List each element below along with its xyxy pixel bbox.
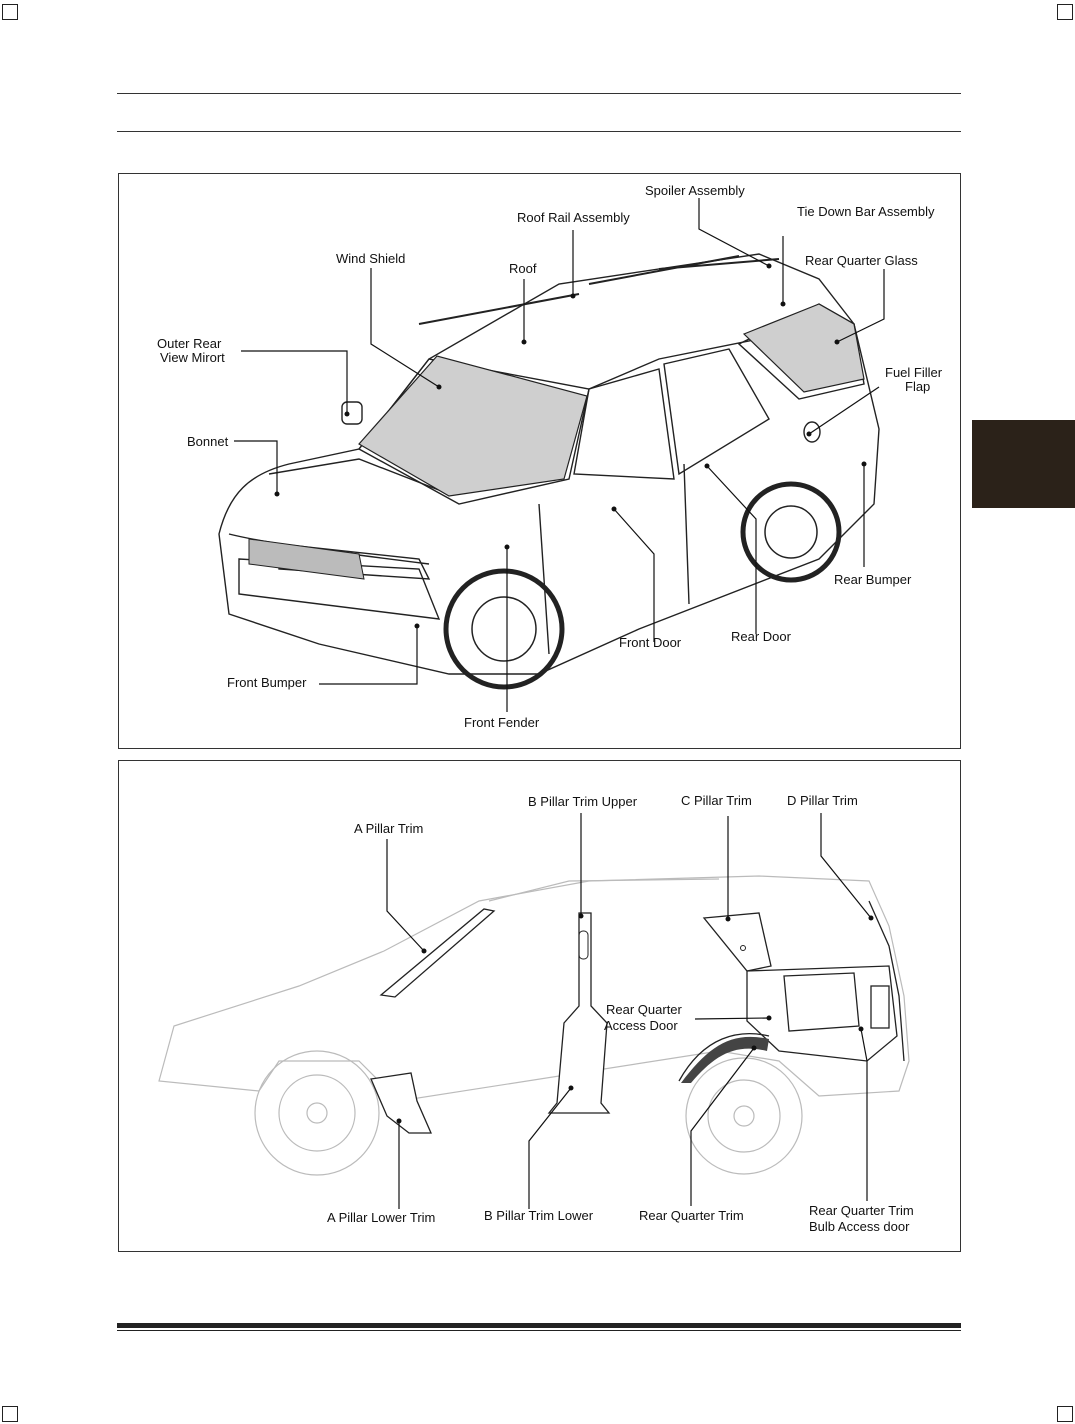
label-fuel-filler-flap-line1: Fuel Filler	[885, 365, 943, 380]
label-roof: Roof	[509, 261, 537, 276]
label-bonnet: Bonnet	[187, 434, 229, 449]
label-front-fender: Front Fender	[464, 715, 540, 730]
crop-mark-bottom-left	[2, 1406, 18, 1422]
label-rear-quarter-trim-bulb-access-door-line2: Bulb Access door	[809, 1219, 910, 1234]
label-rear-bumper: Rear Bumper	[834, 572, 912, 587]
label-outer-rear-view-mirror-line1: Outer Rear	[157, 336, 222, 351]
header-rule-top	[117, 93, 961, 94]
label-rear-quarter-trim: Rear Quarter Trim	[639, 1208, 744, 1223]
label-d-pillar-trim: D Pillar Trim	[787, 793, 858, 808]
exterior-vehicle-diagram: Spoiler Assembly Tie Down Bar Assembly R…	[157, 183, 943, 730]
label-rear-door: Rear Door	[731, 629, 792, 644]
label-rear-quarter-access-door-line1: Rear Quarter	[606, 1002, 683, 1017]
label-b-pillar-trim-upper: B Pillar Trim Upper	[528, 794, 638, 809]
interior-trim-diagram: B Pillar Trim Upper C Pillar Trim D Pill…	[158, 793, 914, 1234]
crop-mark-bottom-right	[1057, 1406, 1073, 1422]
label-rear-quarter-glass: Rear Quarter Glass	[805, 253, 918, 268]
label-rear-quarter-access-door-line2: Access Door	[604, 1018, 678, 1033]
label-front-door: Front Door	[619, 635, 682, 650]
label-outer-rear-view-mirror-line2: View Mirort	[160, 350, 225, 365]
label-spoiler-assembly: Spoiler Assembly	[645, 183, 745, 198]
footer-rule-thin	[117, 1330, 961, 1331]
header-rule-bottom	[117, 131, 961, 132]
label-a-pillar-lower-trim: A Pillar Lower Trim	[327, 1210, 435, 1225]
label-roof-rail-assembly: Roof Rail Assembly	[517, 210, 630, 225]
label-b-pillar-trim-lower: B Pillar Trim Lower	[484, 1208, 594, 1223]
label-wind-shield: Wind Shield	[336, 251, 405, 266]
label-a-pillar-trim: A Pillar Trim	[354, 821, 423, 836]
exterior-diagram-panel: Spoiler Assembly Tie Down Bar Assembly R…	[118, 173, 961, 749]
crop-mark-top-left	[2, 4, 18, 20]
label-fuel-filler-flap-line2: Flap	[905, 379, 930, 394]
label-front-bumper: Front Bumper	[227, 675, 307, 690]
label-c-pillar-trim: C Pillar Trim	[681, 793, 752, 808]
crop-mark-top-right	[1057, 4, 1073, 20]
chapter-side-tab	[972, 420, 1075, 508]
label-tie-down-bar-assembly: Tie Down Bar Assembly	[797, 204, 935, 219]
interior-trim-diagram-panel: B Pillar Trim Upper C Pillar Trim D Pill…	[118, 760, 961, 1252]
label-rear-quarter-trim-bulb-access-door-line1: Rear Quarter Trim	[809, 1203, 914, 1218]
footer-rule-thick	[117, 1323, 961, 1328]
